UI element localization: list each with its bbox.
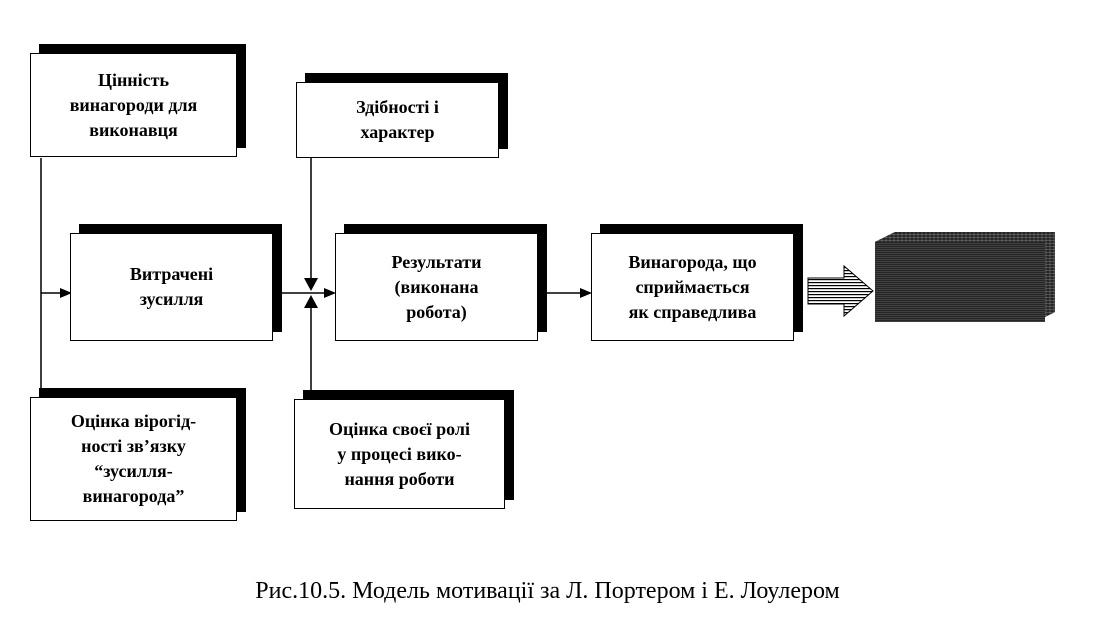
arrowhead-up xyxy=(304,295,318,308)
role-text: Оцінка своєї ролі у процесі вико- нання … xyxy=(328,418,471,489)
role-box: Оцінка своєї ролі у процесі вико- нання … xyxy=(294,399,505,509)
reward-value-box: Цінність винагороди для виконавця xyxy=(30,53,237,157)
hatched-output-arrow xyxy=(807,264,874,318)
figure-caption: Рис.10.5. Модель мотивації за Л. Портеро… xyxy=(255,578,840,604)
results-box: Результати (виконана робота) xyxy=(335,233,538,341)
perceived-reward-box: Винагорода, що сприймається як справедли… xyxy=(591,233,794,341)
arrowhead-down xyxy=(304,278,318,291)
reward-value-text: Цінність винагороди для виконавця xyxy=(69,69,198,140)
perceived-reward-text: Винагорода, що сприймається як справедли… xyxy=(628,251,757,322)
results-text: Результати (виконана робота) xyxy=(391,251,482,322)
probability-box: Оцінка вірогід- ності зв’язку “зусилля- … xyxy=(30,397,237,521)
probability-text: Оцінка вірогід- ності зв’язку “зусилля- … xyxy=(70,411,197,506)
abilities-box: Здібності і характер xyxy=(296,82,499,158)
satisfaction-block-front xyxy=(875,242,1045,322)
effort-text: Витрачені зусилля xyxy=(129,264,214,309)
abilities-text: Здібності і характер xyxy=(356,97,439,142)
effort-box: Витрачені зусилля xyxy=(70,233,273,341)
